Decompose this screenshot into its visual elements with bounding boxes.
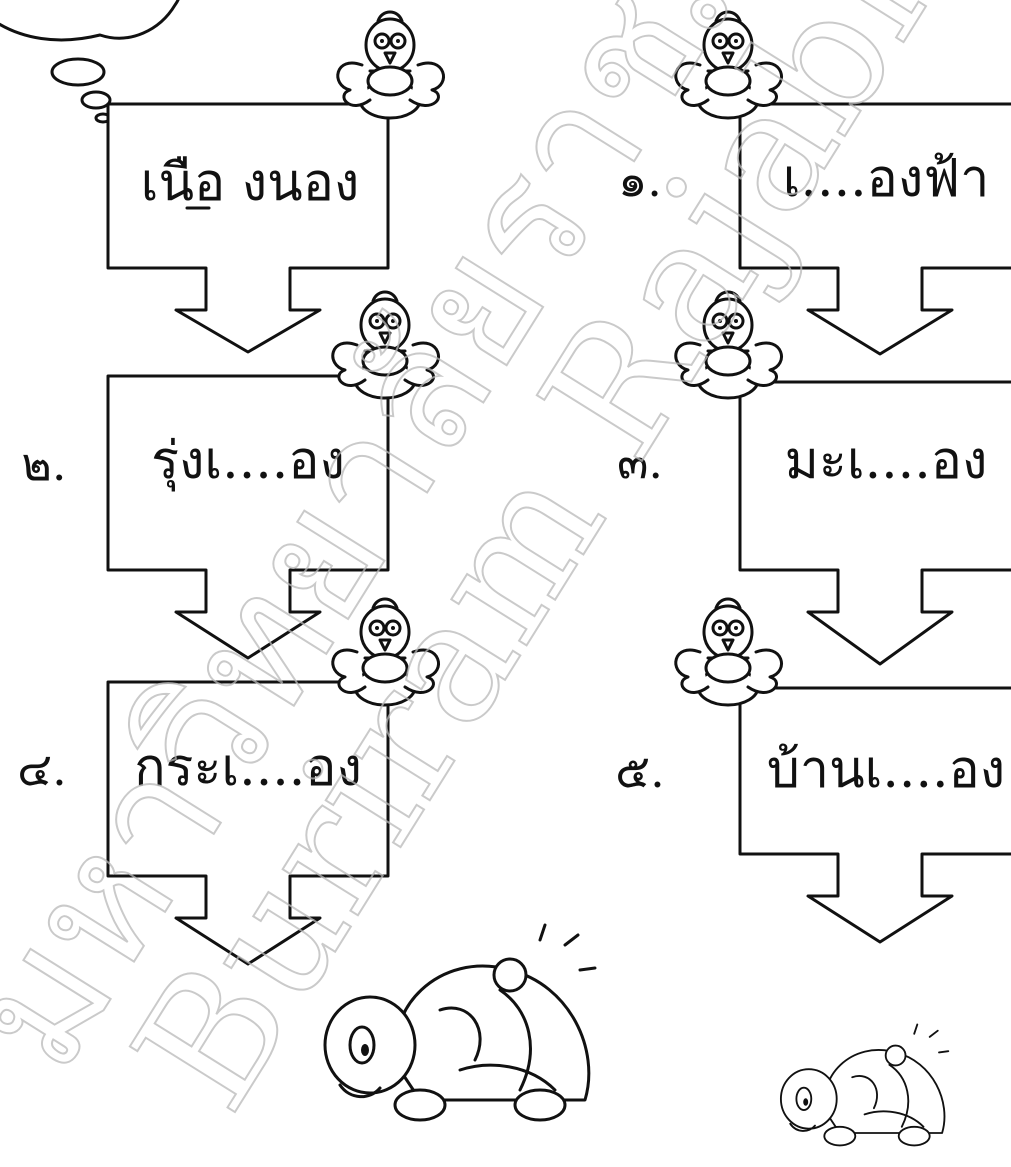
- item-card-5: ๕. บ้านเ....อง: [615, 686, 1011, 944]
- item-number-1: ๑.: [618, 153, 662, 207]
- item-card-4: ๔. กระเ....อง: [17, 680, 390, 966]
- bird-icon: [674, 597, 783, 707]
- item-number-5: ๕.: [615, 744, 664, 798]
- bird-icon: [336, 10, 445, 120]
- item-number-4: ๔.: [17, 742, 66, 796]
- item-card-1: ๑. เ....องฟ้า: [618, 102, 1011, 356]
- item-word-5: บ้านเ....อง: [767, 740, 1005, 800]
- item-card-3: ๓. มะเ....อง: [617, 380, 1011, 666]
- thought-cloud-icon: [0, 0, 180, 124]
- item-word-1: เ....องฟ้า: [783, 149, 990, 209]
- example-word: เนือ งนอง: [141, 153, 360, 213]
- item-number-3: ๓.: [617, 435, 663, 489]
- turtle-icon: [779, 1023, 950, 1147]
- item-word-4: กระเ....อง: [134, 738, 362, 798]
- item-word-3: มะเ....อง: [785, 431, 988, 491]
- item-number-2: ๒.: [22, 437, 67, 491]
- item-word-2: รุ่งเ....อง: [151, 431, 345, 492]
- example-card: เนือ งนอง: [106, 102, 390, 354]
- item-card-2: ๒. รุ่งเ....อง: [22, 374, 390, 660]
